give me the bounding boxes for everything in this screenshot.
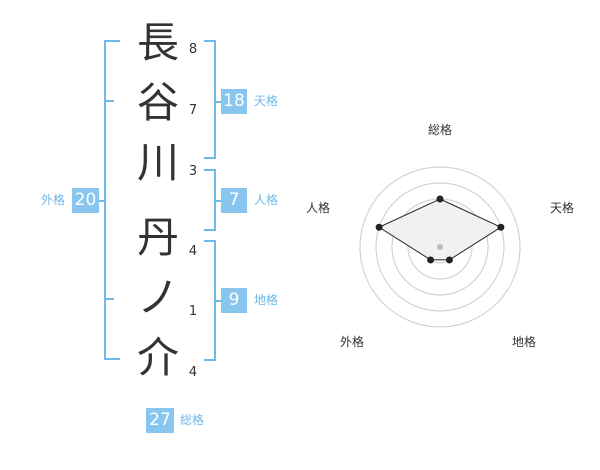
radar-axis-label-jinkaku: 人格: [306, 200, 330, 215]
radar-center-dot: [437, 244, 443, 250]
stroke-count-4: 4: [188, 244, 198, 259]
chikaku-label: 地格: [254, 293, 279, 307]
radar-value-polygon: [378, 198, 502, 261]
radar-grid-ring: [359, 166, 521, 328]
tenkaku-value: 18: [221, 89, 247, 114]
name-char-1: 長: [136, 18, 179, 67]
gaikaku-bracket-stub-bottom: [104, 298, 114, 300]
soukaku-label: 総格: [180, 413, 205, 427]
radar-axis-label-soukaku: 総格: [428, 122, 452, 137]
name-char-6: 介: [136, 333, 179, 382]
stroke-count-3: 3: [188, 164, 198, 179]
gaikaku-connector: [98, 200, 106, 202]
jinkaku-connector: [214, 200, 222, 202]
chikaku-connector: [214, 300, 222, 302]
gaikaku-bracket-stub-top: [104, 100, 114, 102]
radar-point-3: [445, 256, 453, 264]
tenkaku-bracket: [204, 40, 216, 159]
stroke-count-6: 4: [188, 365, 198, 380]
tenkaku-connector: [214, 101, 222, 103]
radar-axis-label-tenkaku: 天格: [550, 200, 574, 215]
radar-point-5: [375, 223, 383, 231]
name-char-2: 谷: [136, 78, 179, 127]
name-char-5: ノ: [136, 273, 179, 322]
radar-point-2: [497, 223, 505, 231]
jinkaku-label: 人格: [254, 193, 279, 207]
stroke-count-2: 7: [188, 103, 198, 118]
jinkaku-value: 7: [221, 188, 247, 213]
soukaku-value: 27: [146, 408, 174, 433]
name-char-4: 丹: [136, 213, 179, 262]
radar-point-4: [427, 256, 435, 264]
tenkaku-label: 天格: [254, 94, 279, 108]
chikaku-value: 9: [221, 288, 247, 313]
stroke-count-5: 1: [188, 304, 198, 319]
gaikaku-label: 外格: [41, 193, 66, 207]
radar-axis-label-gaikaku: 外格: [340, 334, 364, 349]
radar-point-1: [436, 195, 444, 203]
radar-grid-ring: [375, 182, 505, 312]
name-char-3: 川: [136, 138, 179, 187]
gaikaku-value: 20: [72, 188, 99, 213]
stroke-count-1: 8: [188, 42, 198, 57]
radar-axis-label-chikaku: 地格: [512, 334, 536, 349]
